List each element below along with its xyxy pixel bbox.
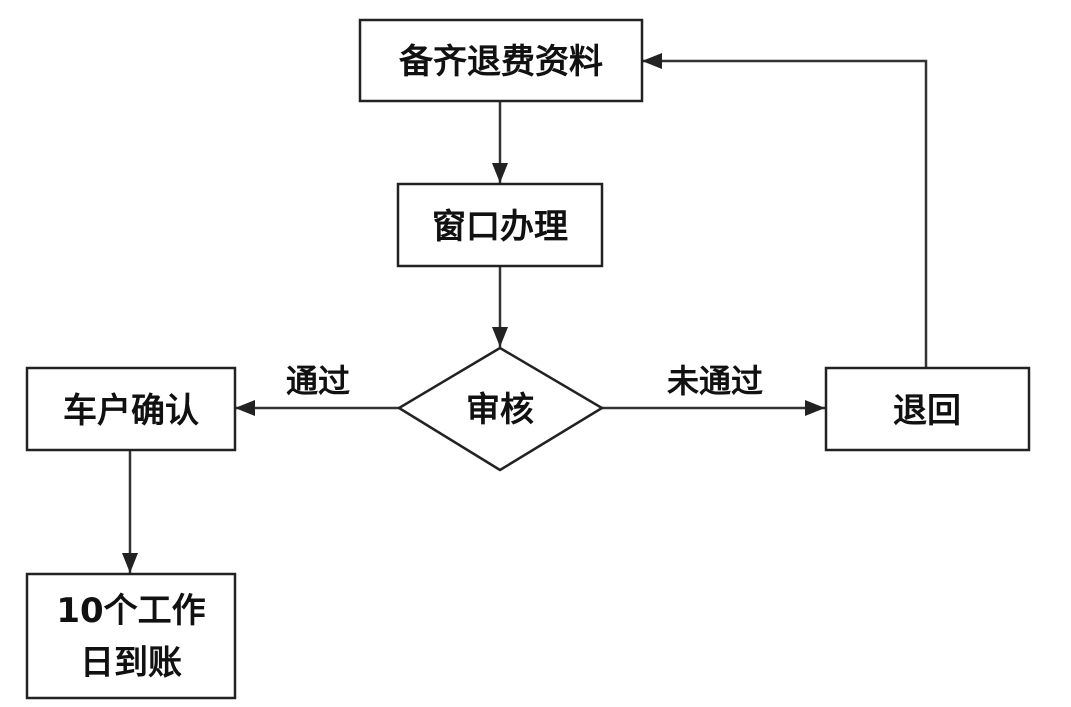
node-review-label: 审核 <box>466 390 534 430</box>
node-window-label: 窗口办理 <box>432 207 568 247</box>
node-refund-label-line2: 日到账 <box>80 643 182 683</box>
node-window: 窗口办理 <box>396 182 604 268</box>
node-prepare-label: 备齐退费资料 <box>399 42 603 82</box>
node-refund: 10个工作 日到账 <box>25 572 237 700</box>
edge-label-pass: 通过 <box>286 362 350 400</box>
node-refund-label-line1: 10个工作 <box>56 591 205 631</box>
node-confirm: 车户确认 <box>25 366 237 452</box>
edge-return-to-prepare <box>642 53 928 367</box>
node-return: 退回 <box>824 366 1031 452</box>
node-review: 审核 <box>396 346 605 472</box>
node-prepare: 备齐退费资料 <box>358 18 644 103</box>
node-confirm-label: 车户确认 <box>63 391 199 431</box>
edge-label-fail: 未通过 <box>667 362 763 400</box>
node-return-label: 退回 <box>893 391 961 431</box>
